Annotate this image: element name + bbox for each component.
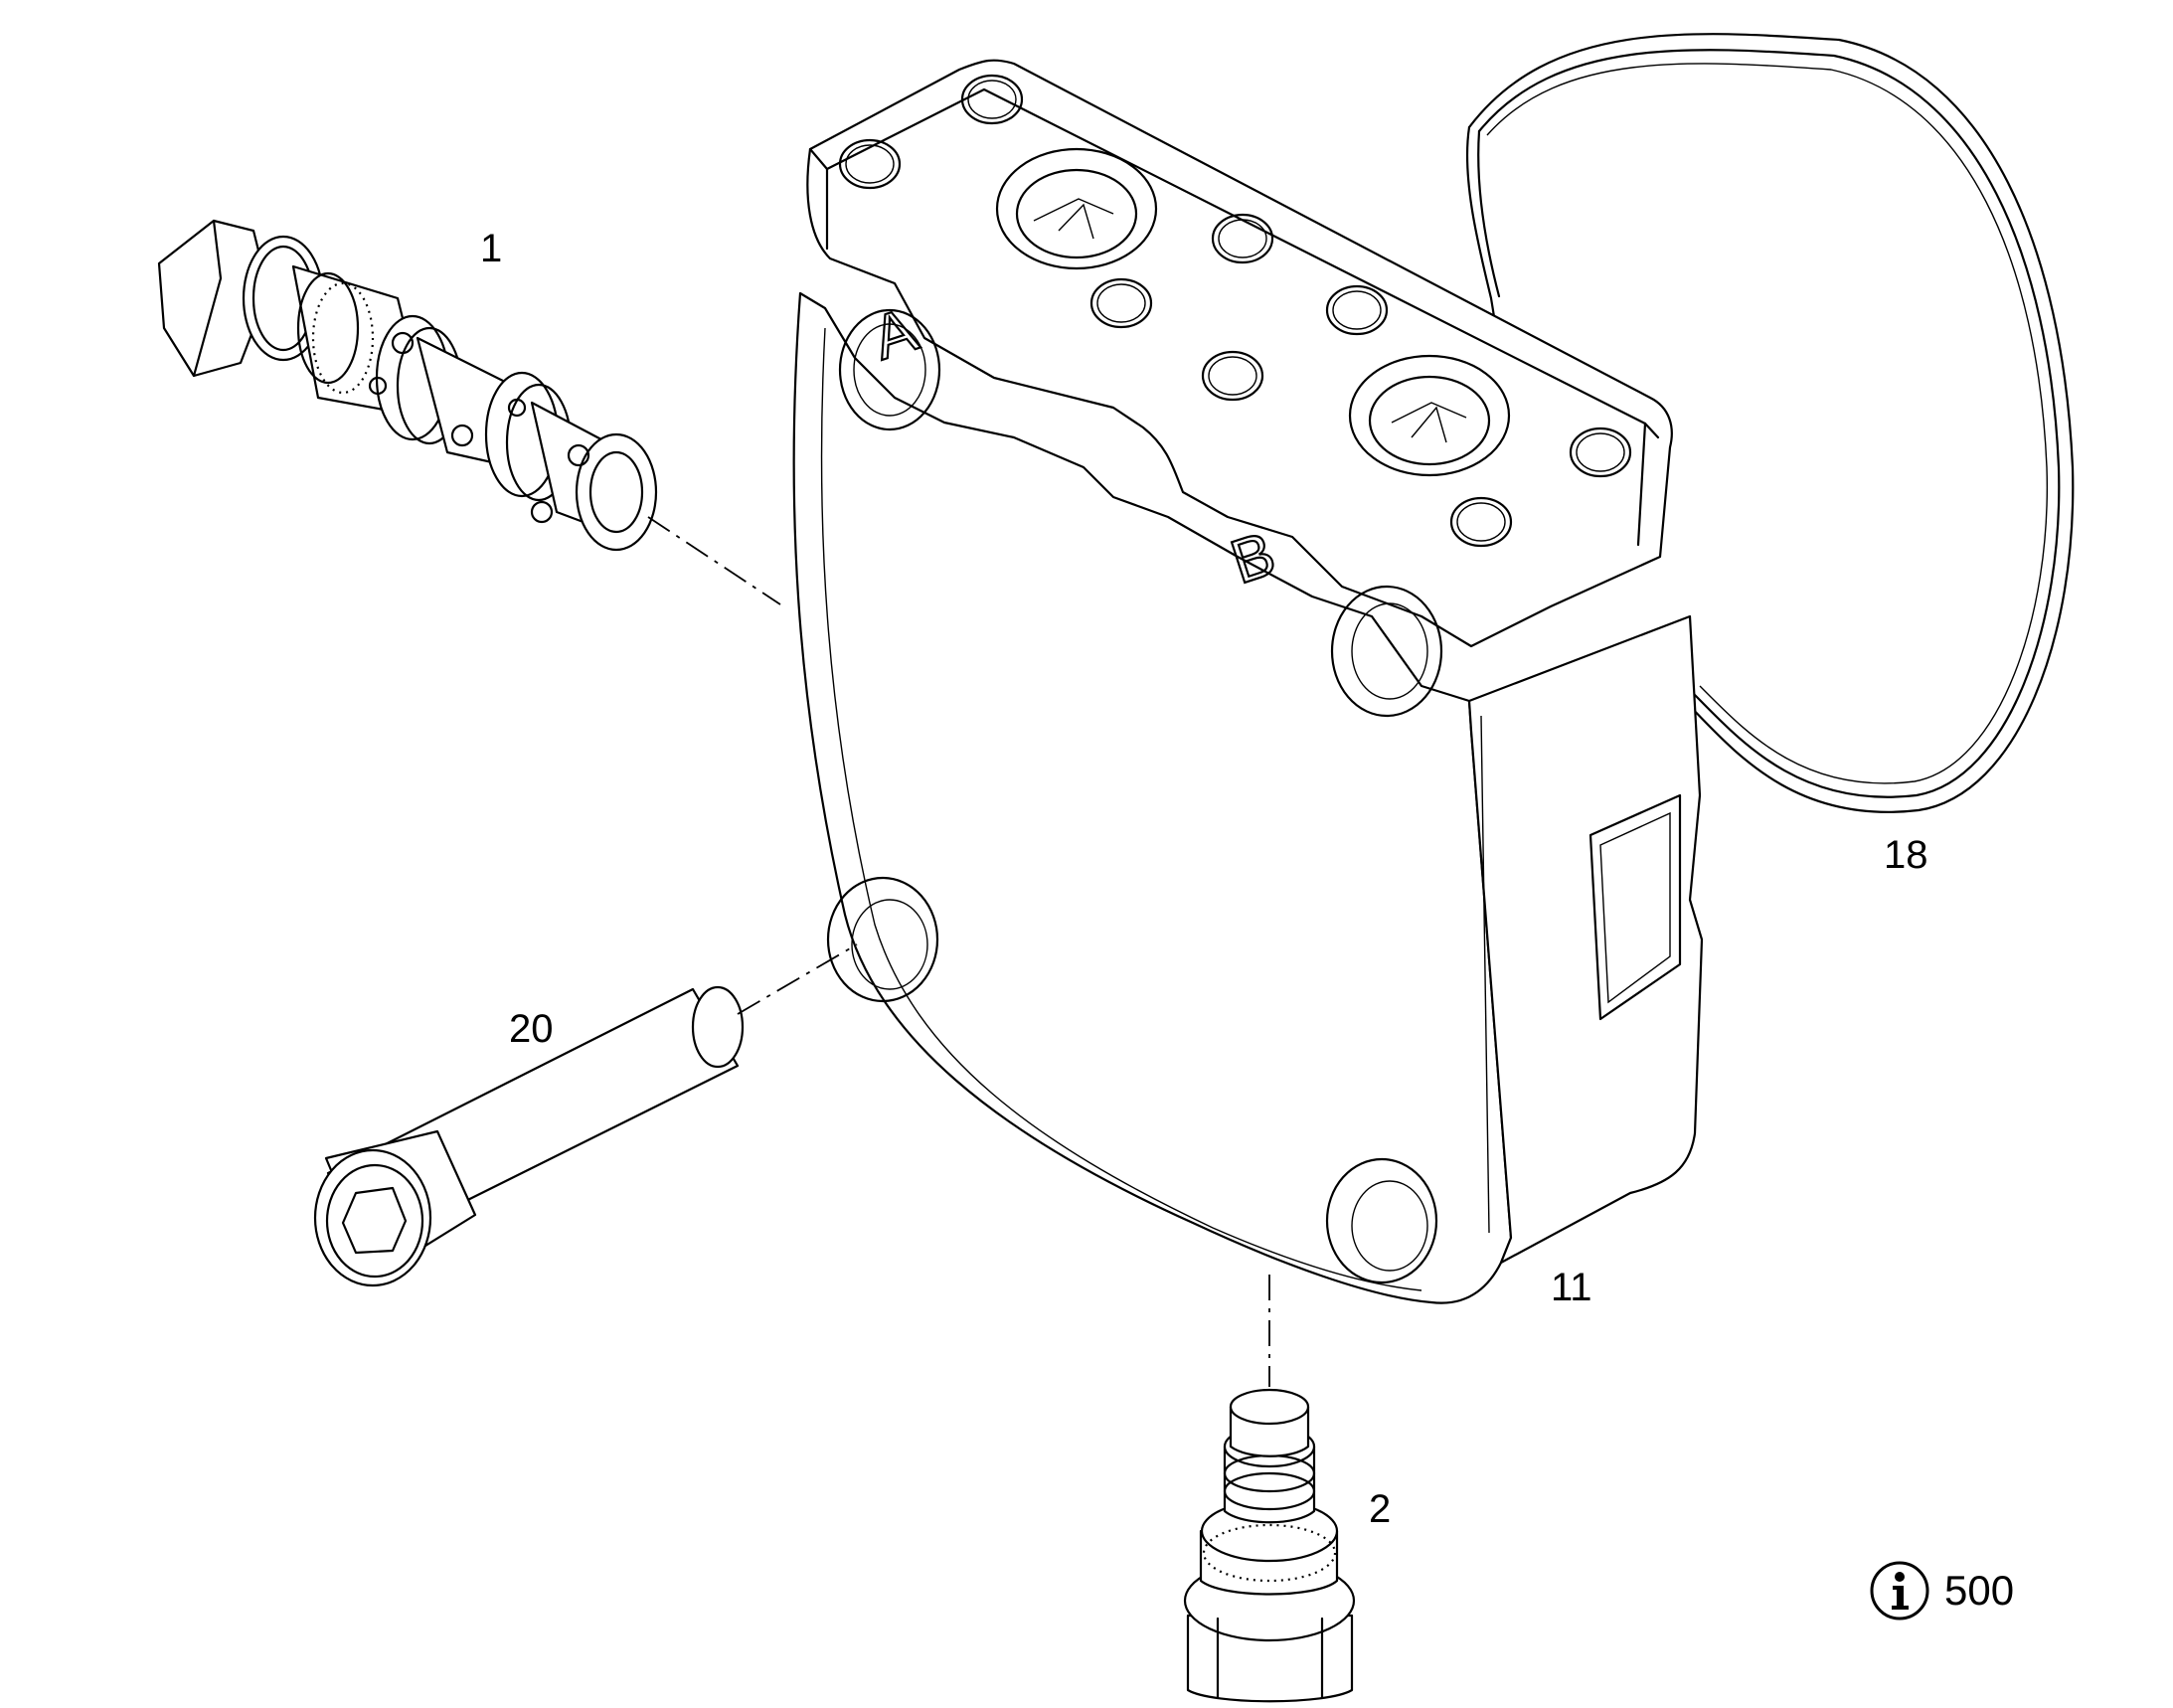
callout-part-2: 2 (1369, 1487, 1392, 1531)
callout-part-18: 18 (1884, 833, 1928, 877)
leader-line-part-1 (647, 516, 781, 605)
cap-screw (313, 985, 745, 1287)
info-reference: 500 (1869, 1559, 2014, 1623)
info-circle-icon (1870, 1561, 1929, 1621)
check-valve-plug (1183, 1388, 1356, 1703)
o-ring-seal (1465, 33, 2075, 813)
callout-part-20: 20 (509, 1007, 554, 1051)
callout-part-11: 11 (1551, 1266, 1592, 1309)
callout-part-1: 1 (480, 227, 503, 270)
leader-line-part-20 (737, 943, 858, 1015)
cartridge-valve (157, 219, 658, 552)
valve-housing (792, 59, 1704, 1304)
info-reference-number: 500 (1944, 1567, 2015, 1614)
